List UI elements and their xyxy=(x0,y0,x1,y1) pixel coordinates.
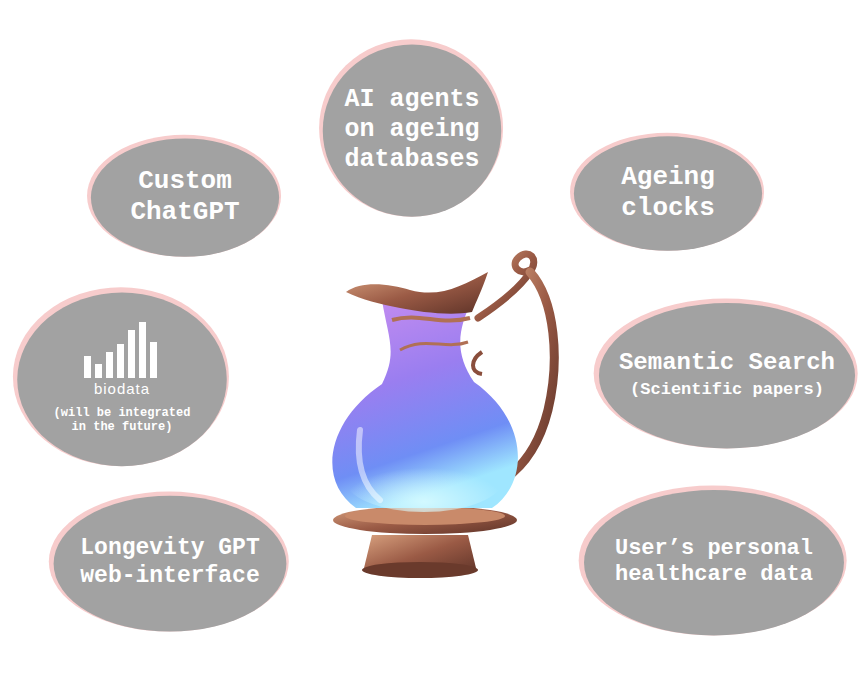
node-label: Custom ChatGPT xyxy=(120,166,250,228)
node-sublabel: (will be integrated in the future) xyxy=(47,406,197,435)
node-sublabel: (Scientific papers) xyxy=(612,380,842,400)
feature-ellipse: Custom ChatGPT xyxy=(88,136,282,258)
bar-chart-icon xyxy=(82,322,162,378)
node-label: Semantic Search xyxy=(602,349,852,378)
feature-ellipse: Semantic Search(Scientific papers) xyxy=(595,300,859,450)
node-label: biodata xyxy=(47,380,197,398)
node-label: Ageing clocks xyxy=(608,162,728,224)
node-label: User’s personal healthcare data xyxy=(594,536,834,589)
feature-ellipse: biodata (will be integrated in the future… xyxy=(14,289,230,468)
feature-ellipse: AI agents on ageing databases xyxy=(320,41,504,219)
feature-ellipse: Ageing clocks xyxy=(571,134,765,252)
feature-ellipse: User’s personal healthcare data xyxy=(580,487,848,637)
node-label: AI agents on ageing databases xyxy=(337,85,487,175)
ellipse-outline xyxy=(14,289,230,468)
node-label: Longevity GPT web-interface xyxy=(65,535,275,590)
feature-ellipse: Longevity GPT web-interface xyxy=(50,493,290,633)
